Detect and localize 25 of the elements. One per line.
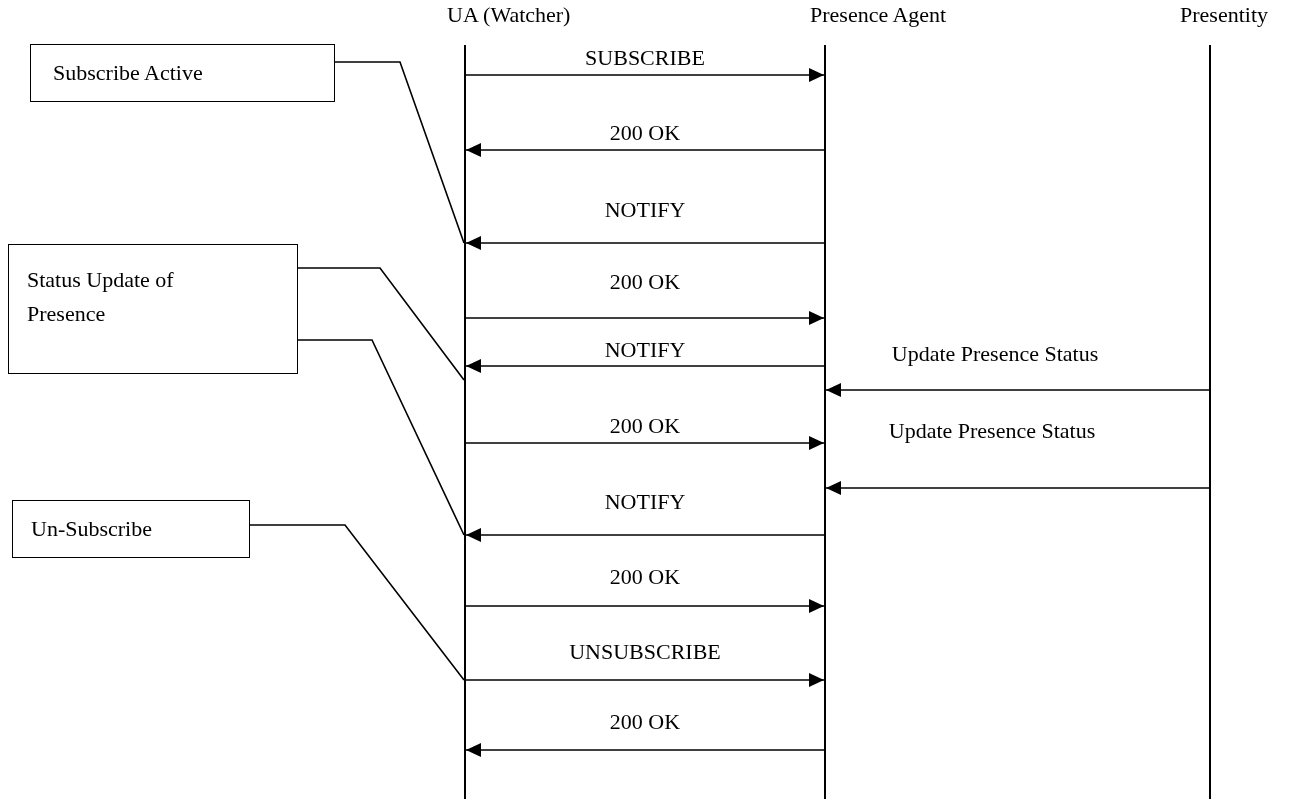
message-arrow xyxy=(465,143,825,157)
note-box xyxy=(8,244,298,374)
participant-label: UA (Watcher) xyxy=(447,2,571,28)
message-arrow xyxy=(465,436,825,450)
note-text: Subscribe Active xyxy=(53,59,204,87)
note-box xyxy=(30,44,335,102)
message-arrow xyxy=(465,528,825,542)
note-text: Un-Subscribe xyxy=(31,515,153,543)
message-arrow xyxy=(465,311,825,325)
note-text: Status Update of Presence xyxy=(27,266,175,328)
message-arrow xyxy=(465,673,825,687)
leader-line xyxy=(297,339,465,536)
message-arrow xyxy=(825,481,1210,495)
participant-label: Presentity xyxy=(1180,2,1268,28)
message-arrow xyxy=(465,743,825,757)
leader-line xyxy=(297,267,465,381)
leader-line xyxy=(249,524,465,681)
message-arrow xyxy=(465,359,825,373)
message-arrow xyxy=(465,236,825,250)
participant-label: Presence Agent xyxy=(810,2,947,28)
message-arrow xyxy=(465,599,825,613)
message-arrow xyxy=(465,68,825,82)
leader-line xyxy=(334,61,465,244)
message-arrow xyxy=(825,383,1210,397)
note-box xyxy=(12,500,250,558)
